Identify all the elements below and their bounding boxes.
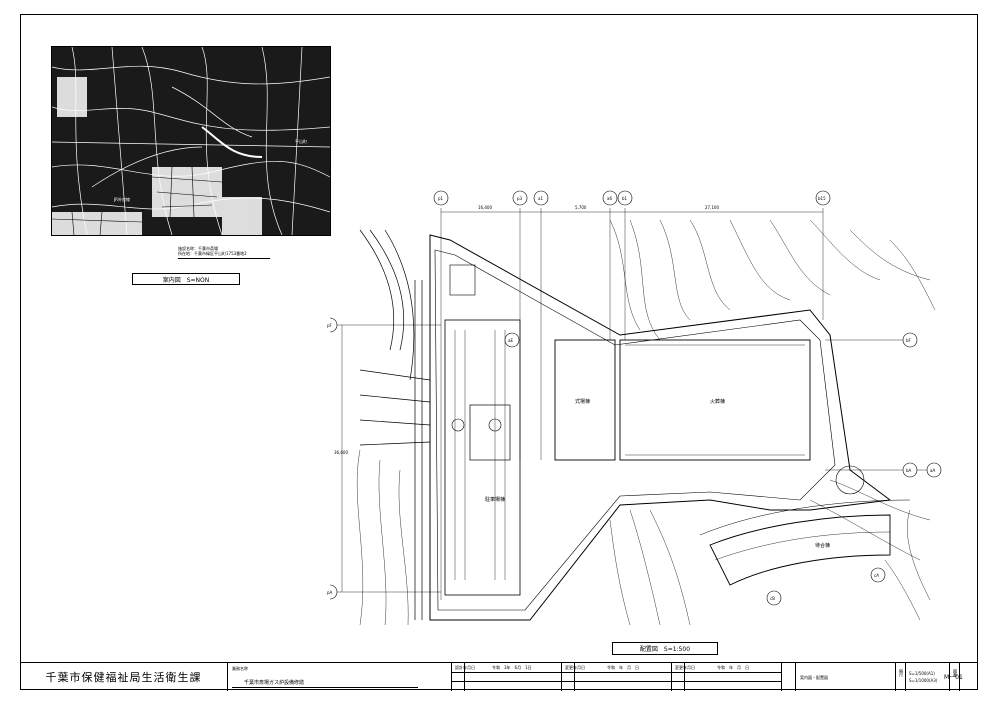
drawing-name-cell: 案内図・配置図 (796, 663, 896, 691)
guide-map-note-underline (178, 258, 270, 259)
dimension-1: 16,400 (478, 205, 492, 210)
site-plan (330, 190, 942, 626)
grid-marker-pF: pF (327, 323, 332, 328)
drawing-frame (20, 14, 978, 690)
scale-cell: S=1/500(A1) S=1/1000(A3) (906, 663, 950, 691)
design-date-label: 設計年月日 (455, 665, 475, 670)
title-block: 千葉市保健福祉局生活衛生課 業務名称 千葉市斎場ガス炉設備修繕 設計年月日 令和… (20, 662, 978, 691)
grid-marker-cB: cB (770, 596, 775, 601)
dimension-4: 36,600 (334, 450, 348, 455)
change-date-cell-2: 変更年月日 令和 年 月 日 (672, 663, 782, 691)
grid-marker-bF: bF (906, 338, 911, 343)
guide-map-graphic (52, 47, 330, 235)
scale-value-1: S=1/500(A1) (909, 671, 935, 676)
change-date-label-1: 変更年月日 (565, 665, 585, 670)
place-label-2: JR外房線 (114, 197, 130, 202)
grid-marker-aE: aE (508, 338, 513, 343)
building-label-ceremony: 式場棟 (575, 399, 591, 405)
grid-marker-cA: cA (874, 573, 879, 578)
number-label-cell: 図番 (950, 663, 960, 691)
scale-label-cell: 縮尺 (896, 663, 906, 691)
scale-label: 縮尺 (899, 669, 904, 677)
grid-marker-p3: p3 (517, 196, 523, 201)
grid-marker-aA: aA (930, 468, 936, 473)
guide-map-note: 施設名称：千葉市斎場 所在地：千葉市緑区平山町1753番地2 (178, 246, 247, 256)
design-date-cell: 設計年月日 令和 3年 6月 1日 (452, 663, 562, 691)
grid-marker-a6: a6 (607, 196, 612, 201)
change-date-value-2: 令和 年 月 日 (717, 665, 749, 670)
project-name: 千葉市斎場ガス炉設備修繕 (244, 680, 305, 686)
grid-marker-bA: bA (906, 468, 912, 473)
guide-map-label: 案内図 S=NON (132, 273, 240, 285)
dimension-2: 5,700 (575, 205, 587, 210)
building-label-parking: 駐車場棟 (485, 497, 506, 503)
grid-marker-p1: p1 (438, 196, 444, 201)
change-date-value-1: 令和 年 月 日 (607, 665, 639, 670)
blank-cell (782, 663, 796, 691)
dimension-3: 27,100 (705, 205, 719, 210)
change-date-label-2: 変更年月日 (675, 665, 695, 670)
place-label-1: 平山町 (295, 139, 307, 144)
grid-marker-b1: b1 (622, 196, 628, 201)
organization-name: 千葉市保健福祉局生活衛生課 (20, 663, 228, 691)
building-label-crematory: 火葬棟 (710, 399, 726, 405)
grid-marker-b15: b15 (818, 196, 826, 201)
guide-map: 平山町 JR外房線 (51, 46, 331, 236)
grid-marker-pA: pA (327, 590, 333, 595)
drawing-number: M－01 (944, 674, 963, 681)
guide-map-note-line1: 施設名称：千葉市斎場 (178, 246, 218, 251)
design-date-value: 令和 3年 6月 1日 (492, 665, 532, 670)
project-label: 業務名称 (232, 666, 248, 671)
scale-value-2: S=1/1000(A3) (909, 678, 938, 683)
site-plan-label: 配置図 S=1:500 (612, 642, 718, 655)
drawing-name: 案内図・配置図 (800, 675, 828, 680)
project-cell: 業務名称 千葉市斎場ガス炉設備修繕 (228, 663, 452, 691)
grid-marker-a1: a1 (538, 196, 543, 201)
building-label-waiting: 待合棟 (815, 543, 831, 549)
guide-map-note-line2: 所在地：千葉市緑区平山町1753番地2 (178, 251, 247, 256)
number-label: 図番 (953, 669, 958, 677)
change-date-cell-1: 変更年月日 令和 年 月 日 (562, 663, 672, 691)
